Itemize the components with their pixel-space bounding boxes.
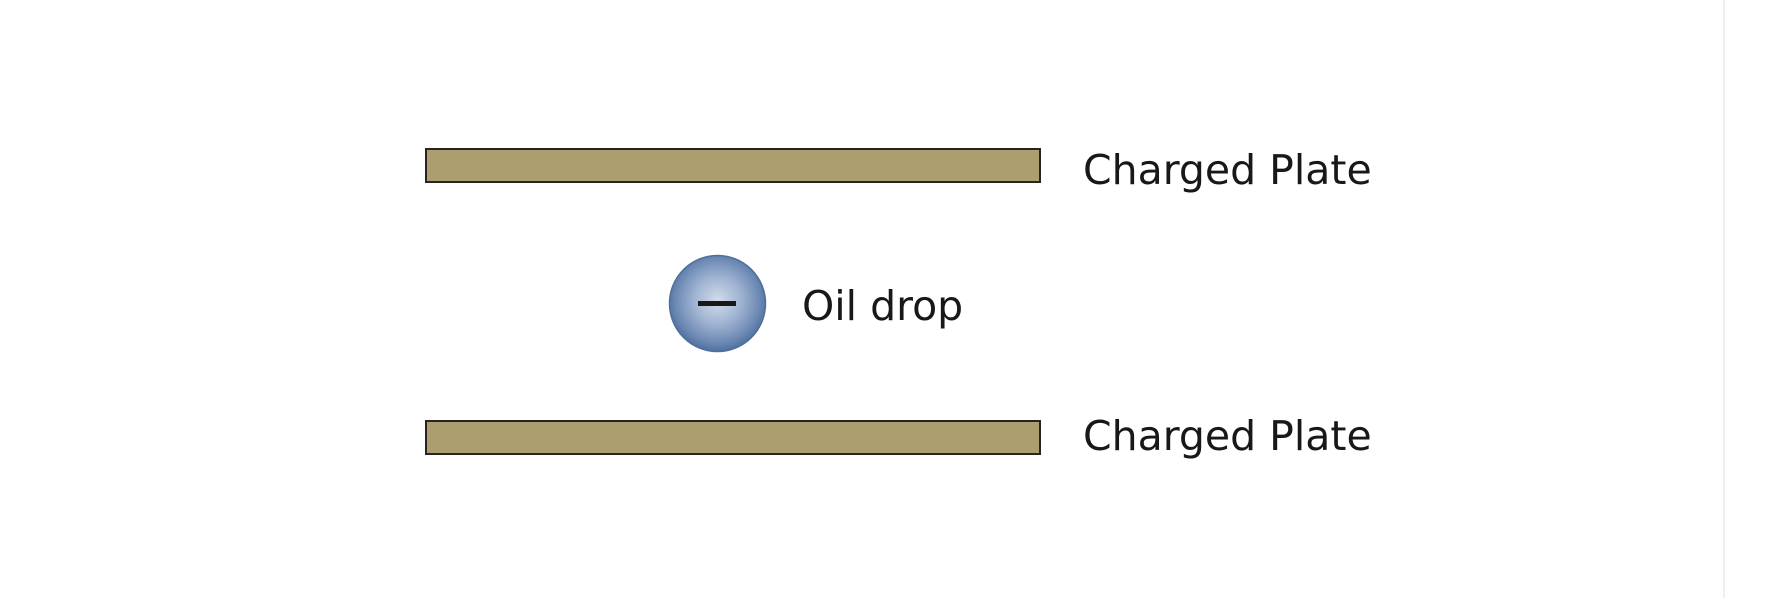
oil-drop — [668, 254, 767, 353]
oil-drop-sphere — [668, 254, 767, 353]
bottom-plate-label: Charged Plate — [1083, 412, 1372, 460]
bottom-charged-plate — [425, 420, 1041, 455]
top-charged-plate — [425, 148, 1041, 183]
minus-sign-icon — [698, 301, 736, 306]
page-edge-divider — [1723, 0, 1725, 598]
top-plate-label: Charged Plate — [1083, 146, 1372, 194]
oil-drop-label: Oil drop — [802, 282, 964, 330]
